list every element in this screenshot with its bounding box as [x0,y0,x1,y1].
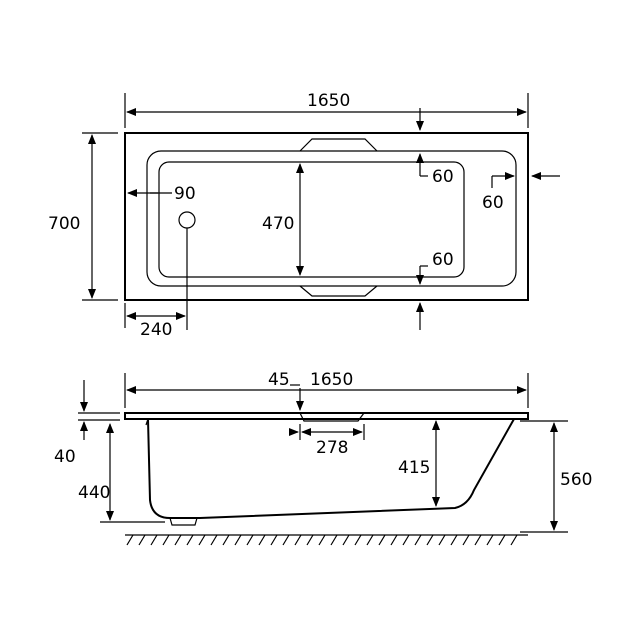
floor-hatching [126,534,518,546]
side-length-label: 1650 [310,370,353,390]
plan-inner-basin [146,150,517,287]
plan-width-label: 700 [48,214,80,234]
plan-view: 1650 700 470 60 60 60 90 240 [48,91,560,340]
bottom-offset-label: 60 [432,250,454,270]
right-offset-label: 60 [482,193,504,213]
internal-depth-label: 415 [398,458,430,478]
side-handle [299,412,365,422]
side-body-profile [147,418,515,519]
plan-outer-rim [124,132,529,301]
top-offset-label: 60 [432,167,454,187]
waste-outlet [178,211,196,229]
inner-width-label: 470 [262,214,294,234]
plan-length-label: 1650 [307,91,350,111]
side-foot [169,517,198,526]
depth-to-floor-label: 440 [78,483,110,503]
waste-position-label: 240 [140,320,172,340]
plan-basin-floor [158,161,465,278]
overall-height-label: 560 [560,470,592,490]
plan-handle-top [299,138,378,152]
plan-handle-bottom [299,285,378,297]
side-rim [124,412,529,420]
side-view: 1650 45 278 40 440 415 560 [54,370,592,546]
angle-mark-label: 45 [268,370,290,390]
handle-width-label: 278 [316,438,348,458]
rim-thickness-label: 40 [54,447,76,467]
waste-offset-label: 90 [174,184,196,204]
